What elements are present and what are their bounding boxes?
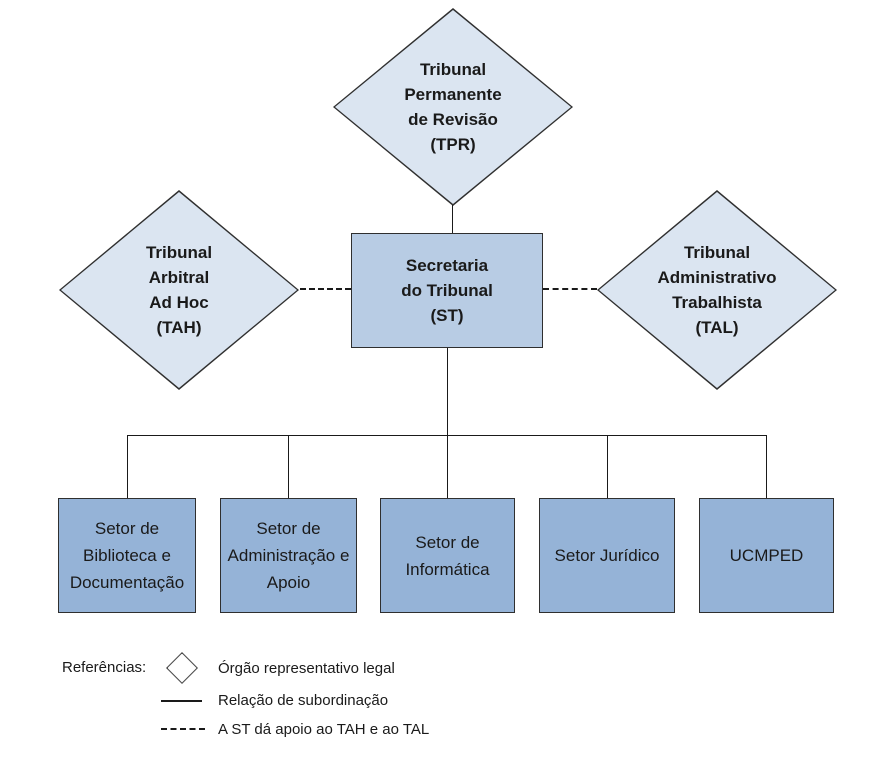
connector-drop-juridico <box>607 435 608 498</box>
node-setor-informatica: Setor de Informática <box>380 498 515 613</box>
node-tah-diamond: Tribunal Arbitral Ad Hoc (TAH) <box>59 190 299 390</box>
tpr-label: Tribunal Permanente de Revisão (TPR) <box>404 60 502 154</box>
connector-drop-informatica <box>447 435 448 498</box>
connector-drop-ucmped <box>766 435 767 498</box>
legend-solid-line-icon <box>161 700 202 702</box>
legend-item-apoio-label: A ST dá apoio ao TAH e ao TAL <box>218 721 430 738</box>
node-setor-administracao: Setor de Administração e Apoio <box>220 498 357 613</box>
node-tal-diamond: Tribunal Administrativo Trabalhista (TAL… <box>597 190 837 390</box>
tah-label: Tribunal Arbitral Ad Hoc (TAH) <box>145 243 213 337</box>
tal-label: Tribunal Administrativo Trabalhista (TAL… <box>657 243 777 337</box>
node-st: Secretaria do Tribunal (ST) <box>351 233 543 348</box>
legend-diamond-icon <box>166 652 198 684</box>
node-ucmped: UCMPED <box>699 498 834 613</box>
legend-dashed-line-icon <box>161 728 205 730</box>
legend-title: Referências: <box>62 659 147 676</box>
connector-drop-administracao <box>288 435 289 498</box>
connector-st-tal-dashed <box>543 288 597 290</box>
connector-st-trunk <box>447 348 448 435</box>
node-tpr-diamond: Tribunal Permanente de Revisão (TPR) <box>333 8 573 206</box>
connector-tah-st-dashed <box>300 288 351 290</box>
node-setor-juridico: Setor Jurídico <box>539 498 675 613</box>
connector-tpr-st <box>452 205 453 233</box>
legend-item-orgao-label: Órgão representativo legal <box>218 660 395 677</box>
legend-item-subordinacao-label: Relação de subordinação <box>218 692 389 709</box>
connector-drop-biblioteca <box>127 435 128 498</box>
node-setor-biblioteca: Setor de Biblioteca e Documentação <box>58 498 196 613</box>
